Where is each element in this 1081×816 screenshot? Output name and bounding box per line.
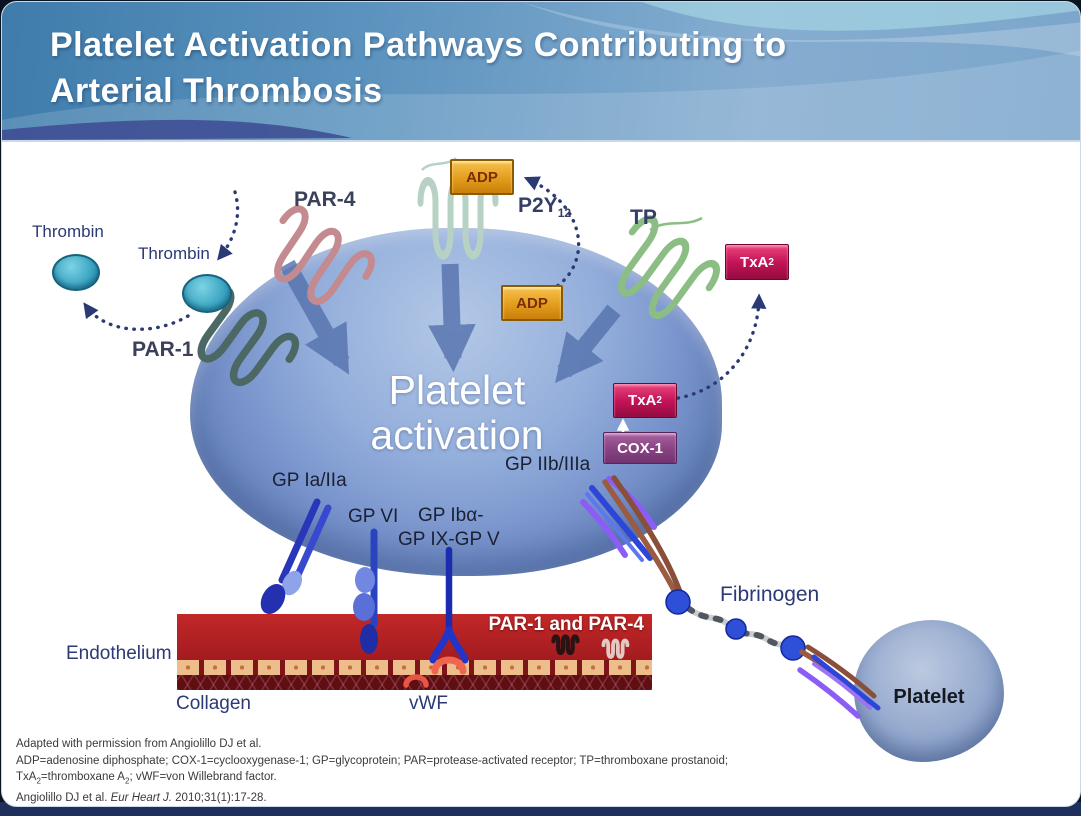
activation-arrow-left	[279, 259, 350, 375]
par1-par4-band-label: PAR-1 and PAR-4	[488, 614, 644, 635]
gp-iba-label-line2: GP IX-GP V	[398, 529, 500, 550]
par4-receptor-icon	[256, 204, 377, 317]
footer-line3-p3: ; vWF=von Willebrand factor.	[129, 771, 277, 783]
footer-line1: Adapted with permission from Angiolillo …	[16, 738, 262, 750]
p2y12-label-sub: 12	[557, 206, 572, 221]
gp-vi-receptor	[353, 528, 378, 654]
endothelium-label: Endothelium	[66, 643, 172, 664]
thrombin-molecule-right	[182, 274, 232, 313]
footer-line4-p1: Angiolillo DJ et al.	[16, 791, 111, 804]
txa2-inner-main: TxA	[628, 392, 657, 409]
gp-vi-label: GP VI	[348, 506, 399, 527]
footer-line3-p2: =thromboxane A	[40, 771, 125, 783]
p2y12-label-main: P2Y	[518, 194, 558, 217]
thrombin-right-label: Thrombin	[138, 244, 210, 263]
activation-arrow-right	[555, 304, 621, 384]
vwf-arc-small-icon	[403, 674, 429, 688]
gp-ia-iia-label: GP Ia/IIa	[272, 470, 347, 491]
footer-citation: Adapted with permission from Angiolillo …	[16, 736, 728, 806]
platelet-small-label: Platelet	[893, 686, 965, 708]
thrombin-binding-arrow	[217, 190, 240, 261]
fibrinogen-strand	[665, 589, 806, 661]
gp-iib-iiia-receptor-small-platelet	[797, 644, 881, 719]
adp-box-bottom: ADP	[501, 285, 563, 321]
footer-line4: Angiolillo DJ et al. Eur Heart J. 2010;3…	[16, 790, 728, 806]
collagen-mesh-layer	[177, 675, 652, 690]
slide-header: Platelet Activation Pathways Contributin…	[2, 2, 1080, 142]
band-receptor-light-icon	[601, 638, 630, 659]
tp-tail	[649, 216, 703, 232]
vwf-arc-icon	[431, 656, 467, 675]
footer-line3-s1: 2	[36, 776, 41, 786]
page-title: Platelet Activation Pathways Contributin…	[50, 22, 787, 114]
txa2-top-sub: 2	[768, 256, 774, 268]
footer-line3: TxA2=thromboxane A2; vWF=von Willebrand …	[16, 769, 728, 790]
title-line-1: Platelet Activation Pathways Contributin…	[50, 26, 787, 64]
gp-iba-label-line1: GP Ibα-	[418, 505, 484, 526]
footer-line4-p2: 2010;31(1):17-28.	[171, 791, 267, 804]
gp-iib-iiia-receptor	[580, 475, 683, 597]
adp-box-top: ADP	[450, 159, 514, 195]
gp-ia-iia-receptor	[260, 498, 332, 615]
txa2-top-main: TxA	[740, 253, 769, 271]
thrombin-release-arrow	[83, 302, 190, 331]
fibrinogen-label: Fibrinogen	[720, 583, 820, 606]
platelet-activation-line1: Platelet	[388, 367, 526, 413]
vwf-label: vWF	[409, 693, 449, 714]
endothelial-cell-row	[177, 660, 652, 675]
gp-ib-ix-v-receptor	[403, 546, 469, 688]
txa2-inner-sub: 2	[656, 395, 662, 406]
cox1-box: COX-1	[603, 432, 677, 464]
title-line-2: Arterial Thrombosis	[50, 72, 383, 110]
adp-release-arrow	[523, 176, 581, 292]
header-swoosh-decoration	[2, 2, 1080, 140]
footer-line2: ADP=adenosine diphosphate; COX-1=cycloox…	[16, 754, 729, 767]
platelet-activation-label: Platelet activation	[312, 368, 602, 458]
gp-iib-iiia-label: GP IIb/IIIa	[505, 454, 591, 475]
txa2-release-arrow	[676, 293, 767, 400]
platelet-cell-small	[854, 620, 1004, 762]
p2y12-label: P2Y12	[518, 194, 571, 220]
dotted-arrows	[83, 176, 767, 400]
tp-label: TP	[630, 206, 657, 229]
activation-arrows	[279, 259, 621, 384]
band-receptor-dark-icon	[553, 637, 577, 653]
par4-label: PAR-4	[294, 188, 356, 211]
footer-line3-p1: TxA	[16, 771, 37, 783]
platelet-activation-line2: activation	[370, 412, 544, 458]
thrombin-molecule-left	[52, 254, 100, 291]
footer-line3-s2: 2	[124, 776, 130, 786]
collagen-label: Collagen	[176, 693, 251, 714]
activation-arrow-center	[428, 263, 476, 373]
tp-receptor-icon	[601, 214, 722, 331]
par1-label: PAR-1	[132, 338, 194, 361]
footer-line4-journal: Eur Heart J.	[110, 791, 172, 804]
thrombin-left-label: Thrombin	[32, 222, 104, 241]
